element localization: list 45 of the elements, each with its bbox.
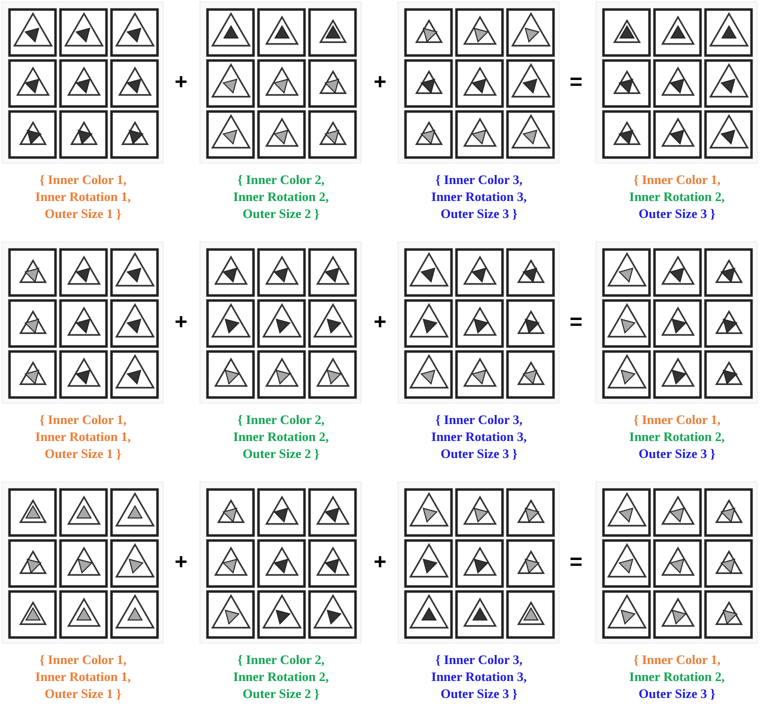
- caption-line: Outer Size 1 }: [44, 685, 122, 702]
- operator-sign: +: [174, 311, 188, 333]
- caption-line: Outer Size 2 }: [242, 205, 320, 222]
- caption-line: Inner Rotation 2,: [628, 428, 726, 445]
- caption-line: Outer Size 2 }: [242, 685, 320, 702]
- caption-line: { Inner Color 2,: [236, 651, 326, 668]
- caption-line: { Inner Color 1,: [632, 171, 722, 188]
- caption-line: Inner Rotation 1,: [34, 668, 132, 685]
- caption-line: Outer Size 3 }: [440, 205, 518, 222]
- operator-sign: +: [372, 551, 388, 573]
- caption-line: { Inner Color 1,: [38, 171, 128, 188]
- caption-line: Outer Size 3 }: [638, 205, 716, 222]
- caption-line: Outer Size 1 }: [44, 445, 122, 462]
- operator-sign: =: [568, 71, 584, 93]
- caption-line: { Inner Color 1,: [38, 411, 128, 428]
- caption-line: Inner Rotation 2,: [628, 668, 726, 685]
- caption-line: Inner Rotation 2,: [628, 188, 726, 205]
- caption-line: { Inner Color 2,: [236, 171, 326, 188]
- operator-sign: +: [174, 551, 188, 573]
- caption-line: Outer Size 3 }: [638, 445, 716, 462]
- caption-line: Outer Size 3 }: [440, 445, 518, 462]
- operator-sign: =: [568, 311, 584, 333]
- caption-line: { Inner Color 1,: [632, 651, 722, 668]
- caption-line: Outer Size 3 }: [638, 685, 716, 702]
- caption-line: Inner Rotation 3,: [430, 428, 528, 445]
- operator-sign: +: [174, 71, 188, 93]
- operator-sign: +: [372, 71, 388, 93]
- caption-line: Outer Size 2 }: [242, 445, 320, 462]
- caption-line: { Inner Color 2,: [236, 411, 326, 428]
- caption-line: Inner Rotation 1,: [34, 428, 132, 445]
- caption-line: { Inner Color 1,: [632, 411, 722, 428]
- operator-sign: =: [568, 551, 584, 573]
- caption-line: Inner Rotation 2,: [232, 668, 330, 685]
- caption-line: Outer Size 1 }: [44, 205, 122, 222]
- caption-line: { Inner Color 3,: [434, 651, 524, 668]
- caption-line: { Inner Color 1,: [38, 651, 128, 668]
- caption-line: Inner Rotation 3,: [430, 668, 528, 685]
- caption-line: { Inner Color 3,: [434, 171, 524, 188]
- caption-line: Inner Rotation 2,: [232, 188, 330, 205]
- caption-line: Inner Rotation 3,: [430, 188, 528, 205]
- operator-sign: +: [372, 311, 388, 333]
- caption-line: Outer Size 3 }: [440, 685, 518, 702]
- caption-line: { Inner Color 3,: [434, 411, 524, 428]
- caption-line: Inner Rotation 1,: [34, 188, 132, 205]
- caption-line: Inner Rotation 2,: [232, 428, 330, 445]
